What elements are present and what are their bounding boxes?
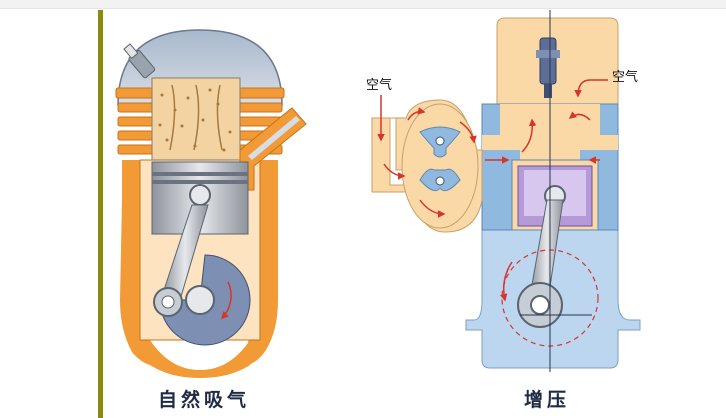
combustion-chamber — [151, 77, 241, 161]
crankshaft-right — [499, 249, 599, 347]
air-label-right: 空气 — [612, 70, 639, 85]
piston — [151, 161, 249, 235]
airflow-arrows — [377, 79, 608, 218]
fuel-injector — [536, 37, 560, 98]
caption-supercharged: 增压 — [524, 389, 571, 411]
supercharger — [371, 99, 483, 233]
air-label-left: 空气 — [366, 78, 393, 93]
fuel-particles — [158, 88, 232, 152]
spark-plug — [123, 43, 156, 79]
top-bar — [0, 0, 726, 9]
crankshaft — [153, 254, 251, 346]
naturally-aspirated-engine — [115, 29, 307, 378]
cylinder-head-right — [496, 17, 619, 107]
accent-bar — [98, 10, 103, 418]
supercharged-engine — [371, 10, 641, 372]
caption-naturally-aspirated: 自然吸气 — [158, 389, 251, 411]
